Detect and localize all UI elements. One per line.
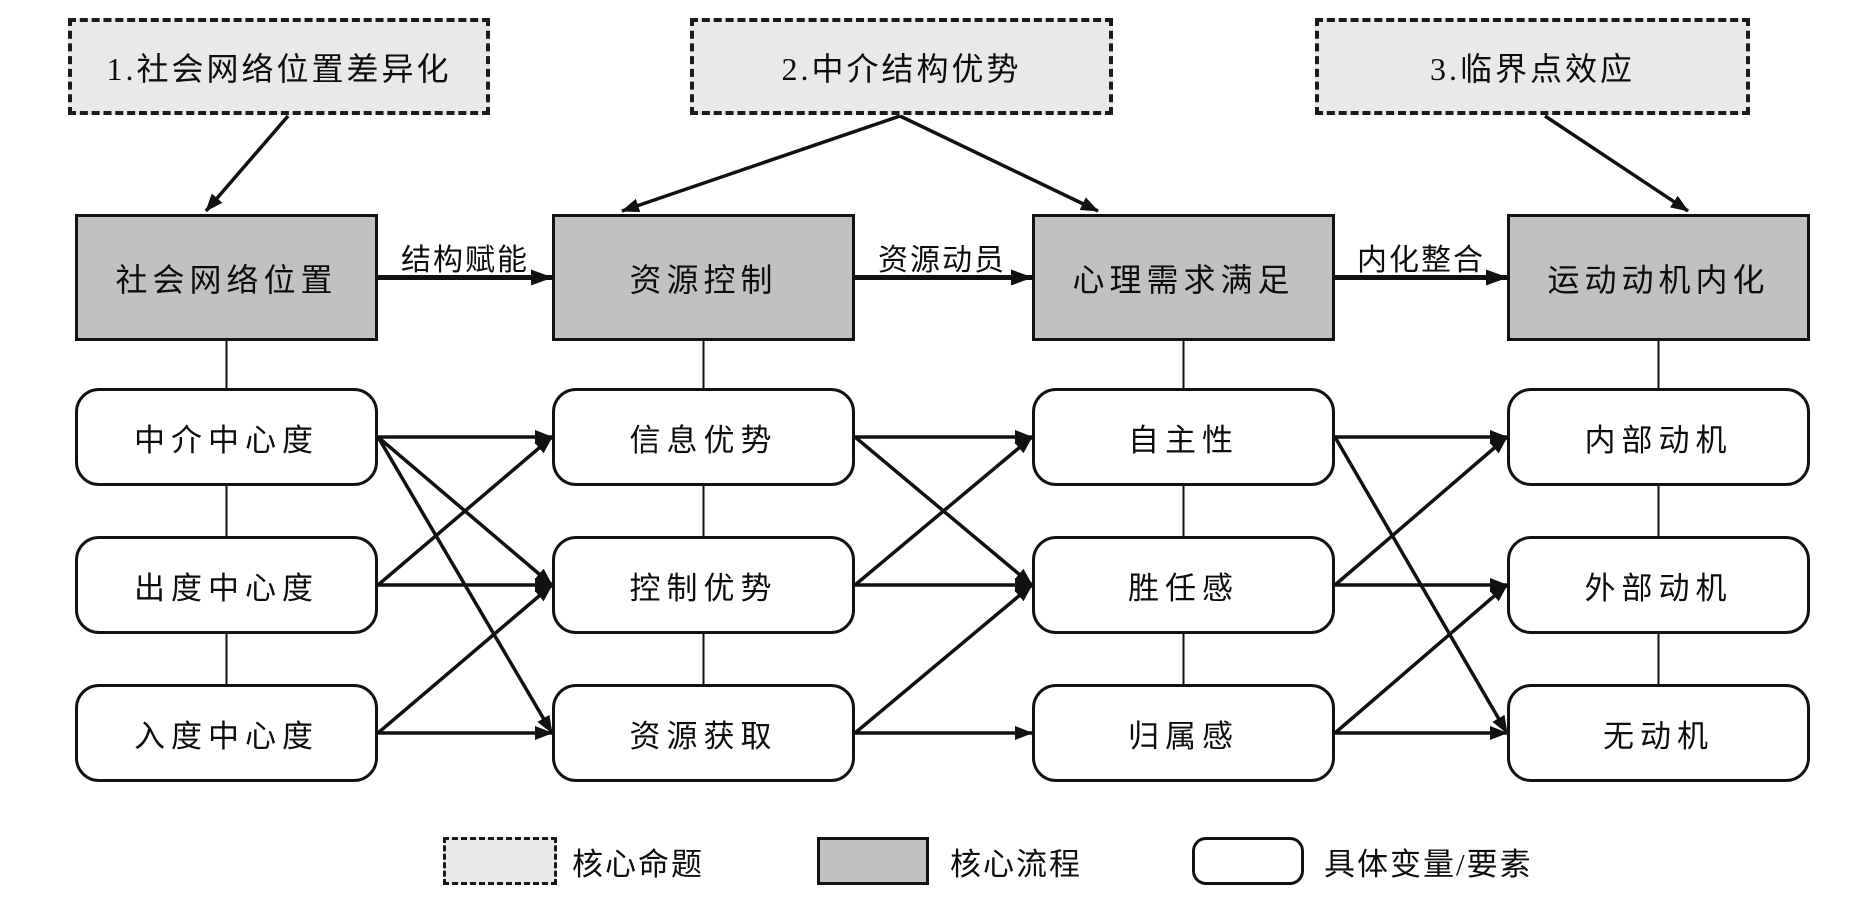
process-box-motivation-internalization: 运动动机内化 <box>1507 214 1810 341</box>
variable-box-intrinsic-motivation: 内部动机 <box>1507 388 1810 486</box>
flow-edge-label-1: 结构赋能 <box>401 244 529 277</box>
proposition-box-2: 2.中介结构优势 <box>690 18 1113 115</box>
process-label-2: 资源控制 <box>629 261 778 298</box>
variable-label: 信息优势 <box>629 422 778 458</box>
legend-swatch-variable <box>1192 837 1304 885</box>
legend-swatch-proposition <box>443 837 557 885</box>
legend-swatch-process <box>817 837 929 885</box>
variable-box-relatedness: 归属感 <box>1032 684 1335 782</box>
variable-label: 外部动机 <box>1584 570 1733 606</box>
variable-label: 自主性 <box>1128 422 1239 458</box>
legend-label-process: 核心流程 <box>950 846 1082 882</box>
variable-box-resource-acquisition: 资源获取 <box>552 684 855 782</box>
variable-box-information-advantage: 信息优势 <box>552 388 855 486</box>
variable-box-indegree-centrality: 入度中心度 <box>75 684 378 782</box>
legend-label-variable: 具体变量/要素 <box>1324 846 1533 882</box>
process-box-social-network-position: 社会网络位置 <box>75 214 378 341</box>
variable-box-betweenness-centrality: 中介中心度 <box>75 388 378 486</box>
legend-label-proposition: 核心命题 <box>572 846 704 882</box>
flow-edge-label-3: 内化整合 <box>1357 244 1485 277</box>
variable-label: 资源获取 <box>629 718 778 754</box>
variable-label: 归属感 <box>1128 718 1239 754</box>
process-label-4: 运动动机内化 <box>1547 261 1770 298</box>
process-box-psych-need-satisfaction: 心理需求满足 <box>1032 214 1335 341</box>
proposition-label-3: 3.临界点效应 <box>1429 50 1635 87</box>
variable-box-autonomy: 自主性 <box>1032 388 1335 486</box>
variable-label: 入度中心度 <box>134 718 319 754</box>
process-label-1: 社会网络位置 <box>115 261 338 298</box>
flow-edge-label-2: 资源动员 <box>878 244 1006 277</box>
variable-label: 无动机 <box>1603 718 1714 754</box>
variable-label: 内部动机 <box>1584 422 1733 458</box>
proposition-label-1: 1.社会网络位置差异化 <box>106 50 452 87</box>
variable-box-control-advantage: 控制优势 <box>552 536 855 634</box>
process-label-3: 心理需求满足 <box>1072 261 1295 298</box>
process-box-resource-control: 资源控制 <box>552 214 855 341</box>
variable-box-competence: 胜任感 <box>1032 536 1335 634</box>
variable-box-amotivation: 无动机 <box>1507 684 1810 782</box>
variable-label: 胜任感 <box>1128 570 1239 606</box>
proposition-label-2: 2.中介结构优势 <box>781 50 1022 87</box>
variable-label: 控制优势 <box>629 570 778 606</box>
variable-box-extrinsic-motivation: 外部动机 <box>1507 536 1810 634</box>
variable-box-outdegree-centrality: 出度中心度 <box>75 536 378 634</box>
variable-label: 出度中心度 <box>134 570 319 606</box>
proposition-box-3: 3.临界点效应 <box>1315 18 1750 115</box>
variable-label: 中介中心度 <box>134 422 319 458</box>
proposition-box-1: 1.社会网络位置差异化 <box>68 18 490 115</box>
